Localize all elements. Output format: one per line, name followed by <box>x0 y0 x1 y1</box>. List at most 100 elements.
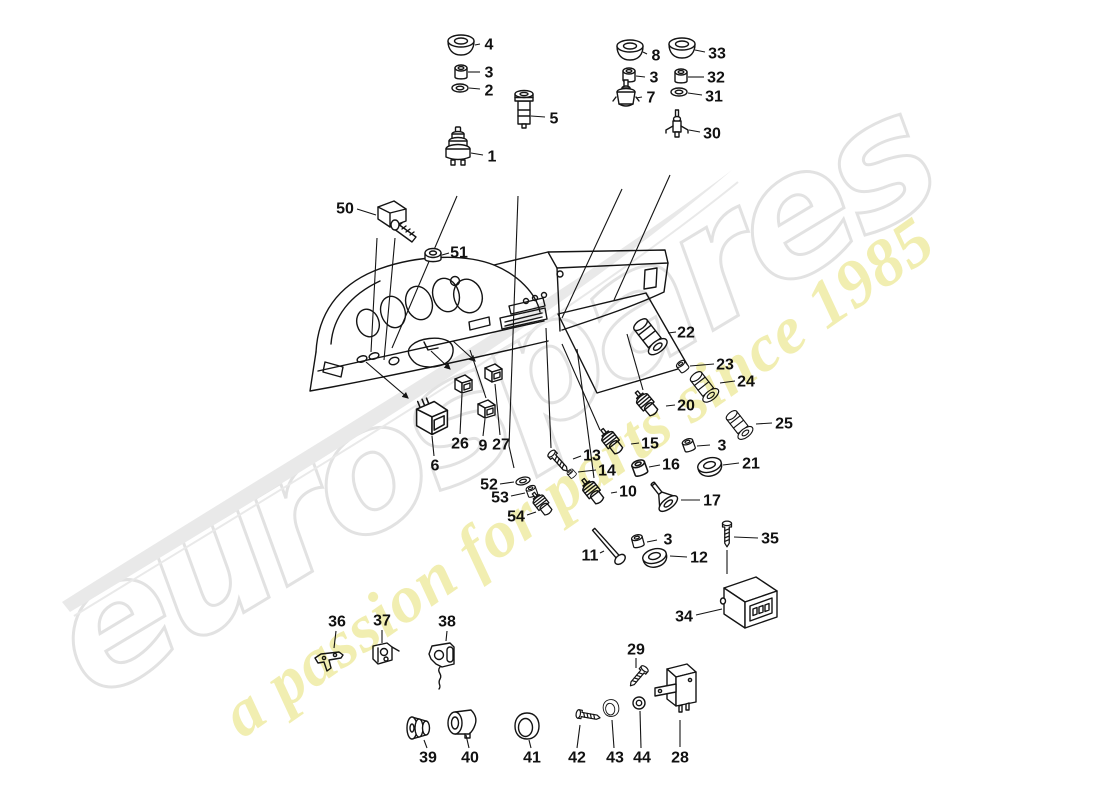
part-label-33[interactable]: 33 <box>708 46 726 63</box>
part-label-37[interactable]: 37 <box>373 613 391 630</box>
label-line-27 <box>494 383 501 436</box>
label-line-3 <box>646 539 658 543</box>
part-glyph-34 <box>719 576 778 629</box>
part-label-23[interactable]: 23 <box>716 357 734 374</box>
label-line-39 <box>423 739 428 749</box>
swoosh-underline <box>73 181 739 617</box>
label-line-13 <box>572 455 582 460</box>
part-label-22[interactable]: 22 <box>677 325 695 342</box>
part-glyph-32 <box>674 68 688 84</box>
label-line-54 <box>526 511 537 516</box>
part-label-11[interactable]: 11 <box>582 548 599 565</box>
part-label-44[interactable]: 44 <box>633 750 651 767</box>
label-line-36 <box>333 630 337 649</box>
part-label-16[interactable]: 16 <box>662 457 680 474</box>
part-glyph-43 <box>601 697 621 719</box>
part-label-10[interactable]: 10 <box>619 484 637 501</box>
part-label-12[interactable]: 12 <box>690 550 708 567</box>
part-label-8[interactable]: 8 <box>652 48 661 65</box>
label-line-51 <box>441 252 450 256</box>
part-label-36[interactable]: 36 <box>328 614 346 631</box>
part-label-31[interactable]: 31 <box>705 89 723 106</box>
part-label-51[interactable]: 51 <box>450 245 468 262</box>
part-label-35[interactable]: 35 <box>761 531 779 548</box>
label-line-38 <box>445 630 448 642</box>
part-label-1[interactable]: 1 <box>488 149 497 166</box>
part-glyph-38 <box>428 642 455 690</box>
part-glyph-29 <box>626 663 650 690</box>
part-label-5[interactable]: 5 <box>550 111 559 128</box>
part-glyph-25 <box>722 406 756 443</box>
part-label-26[interactable]: 26 <box>451 436 469 453</box>
part-label-43[interactable]: 43 <box>606 750 624 767</box>
part-label-9[interactable]: 9 <box>479 438 488 455</box>
label-line-35 <box>733 536 759 539</box>
part-label-28[interactable]: 28 <box>671 750 689 767</box>
leader-line <box>508 445 515 469</box>
label-line-22 <box>667 331 677 334</box>
leader-line <box>626 333 644 391</box>
part-label-38[interactable]: 38 <box>438 614 456 631</box>
part-label-20[interactable]: 20 <box>677 398 695 415</box>
part-glyph-39 <box>406 716 431 740</box>
part-label-24[interactable]: 24 <box>737 374 755 391</box>
part-label-30[interactable]: 30 <box>703 126 721 143</box>
part-glyph-2 <box>451 83 469 93</box>
part-label-21[interactable]: 21 <box>742 456 760 473</box>
label-line-16 <box>648 464 661 468</box>
label-line-24 <box>719 380 736 384</box>
dashboard-illustration <box>309 249 689 394</box>
part-glyph-23 <box>674 358 691 375</box>
part-label-25[interactable]: 25 <box>775 416 793 433</box>
part-label-3[interactable]: 3 <box>718 438 727 455</box>
part-label-34[interactable]: 34 <box>675 609 693 626</box>
label-line-9 <box>482 418 486 437</box>
part-label-17[interactable]: 17 <box>703 493 721 510</box>
label-line-11 <box>599 550 605 554</box>
part-glyph-50 <box>377 200 417 243</box>
part-label-29[interactable]: 29 <box>627 642 645 659</box>
part-glyph-26 <box>454 374 473 394</box>
label-line-44 <box>639 710 642 749</box>
part-glyph-9 <box>477 399 496 419</box>
part-label-3[interactable]: 3 <box>485 65 494 82</box>
part-label-27[interactable]: 27 <box>492 437 510 454</box>
part-label-7[interactable]: 7 <box>647 90 656 107</box>
label-line-42 <box>576 724 581 749</box>
part-label-54[interactable]: 54 <box>507 509 525 526</box>
part-glyph-30 <box>665 109 689 138</box>
label-line-8 <box>642 51 648 55</box>
label-line-21 <box>722 462 740 466</box>
part-glyph-17 <box>642 475 681 515</box>
part-label-2[interactable]: 2 <box>485 83 494 100</box>
part-label-15[interactable]: 15 <box>641 436 659 453</box>
part-label-39[interactable]: 39 <box>419 750 437 767</box>
part-label-40[interactable]: 40 <box>461 750 479 767</box>
part-label-42[interactable]: 42 <box>568 750 586 767</box>
part-glyph-52 <box>514 475 532 487</box>
part-glyph-8 <box>616 39 644 61</box>
part-label-14[interactable]: 14 <box>598 463 616 480</box>
part-label-50[interactable]: 50 <box>336 201 354 218</box>
part-label-3[interactable]: 3 <box>650 70 659 87</box>
part-glyph-4 <box>447 34 475 56</box>
label-line-52 <box>499 481 515 485</box>
part-label-41[interactable]: 41 <box>523 750 541 767</box>
part-label-53[interactable]: 53 <box>491 490 509 507</box>
leader-arrow <box>452 340 476 362</box>
part-label-32[interactable]: 32 <box>707 70 725 87</box>
part-glyph-10 <box>576 474 607 507</box>
part-glyph-28 <box>654 663 697 713</box>
part-glyph-14 <box>565 467 578 480</box>
part-label-4[interactable]: 4 <box>485 37 494 54</box>
part-label-3[interactable]: 3 <box>664 532 673 549</box>
label-line-40 <box>465 734 470 749</box>
label-line-50 <box>356 208 377 216</box>
part-label-13[interactable]: 13 <box>583 448 601 465</box>
part-label-52[interactable]: 52 <box>480 477 498 494</box>
part-label-6[interactable]: 6 <box>431 458 440 475</box>
label-line-14 <box>577 469 597 473</box>
label-line-23 <box>689 363 715 367</box>
